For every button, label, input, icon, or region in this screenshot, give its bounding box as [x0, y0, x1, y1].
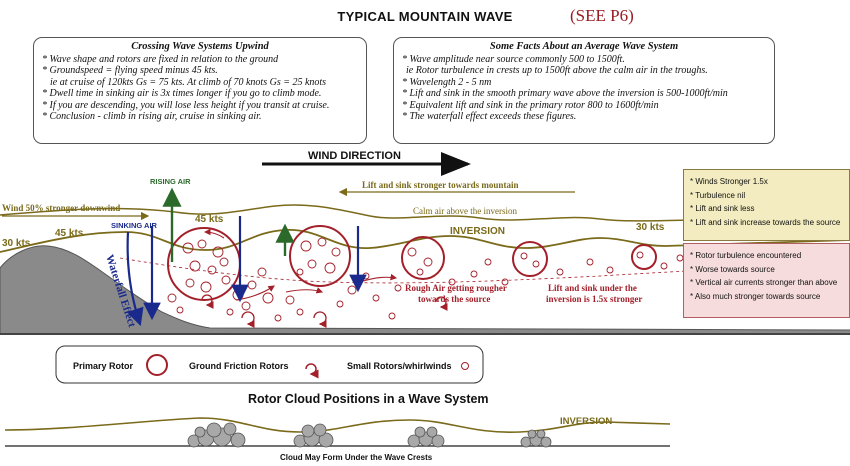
mountain-lift-label: Lift and sink stronger towards mountain [362, 180, 518, 190]
primary-rotor [512, 241, 548, 277]
mountain [0, 245, 850, 335]
primary-rotor [631, 244, 657, 270]
lift-under-label: inversion is 1.5x stronger [546, 294, 642, 304]
box-line: * Equivalent lift and sink in the primar… [402, 99, 659, 111]
cloud-inversion-label: INVERSION [560, 416, 612, 427]
rotor-cloud [187, 422, 246, 448]
upper-wave-line [0, 204, 850, 223]
box-line: * Lift and sink in the smooth primary wa… [402, 88, 728, 99]
cloud-inversion-line [4, 417, 671, 433]
rotor-cloud [293, 423, 334, 448]
speed-30-left: 30 kts [2, 238, 31, 249]
wave-facts-box: Some Facts About an Average Wave System … [393, 37, 775, 144]
sinking-air-label: SINKING AIR [111, 221, 158, 230]
calm-air-label: Calm air above the inversion [413, 206, 517, 216]
ground-friction-rotors [201, 294, 448, 328]
rotor-zone-boundary [119, 257, 761, 284]
wind-direction-label: WIND DIRECTION [308, 150, 401, 162]
wind-downwind-label: Wind 50% stronger downwind [2, 203, 120, 213]
box-line: * If you are descending, you will lose l… [42, 99, 330, 111]
inversion-line [0, 229, 850, 253]
primary-rotor [167, 227, 241, 301]
box-line: * The waterfall effect exceeds these fig… [402, 111, 577, 122]
note-line: * Also much stronger towards source [690, 291, 821, 301]
legend-primary-label: Primary Rotor [73, 361, 134, 371]
cloud-diagram: INVERSION Cloud May Form Under the Wave … [4, 416, 671, 462]
rising-air-label: RISING AIR [150, 177, 191, 186]
inversion-label: INVERSION [450, 226, 505, 237]
primary-rotor [401, 236, 445, 280]
crossing-wave-box: Crossing Wave Systems Upwind * Wave shap… [33, 37, 367, 144]
box-line: * Wavelength 2 - 5 nm [402, 76, 492, 88]
cloud-section-title: Rotor Cloud Positions in a Wave System [248, 392, 489, 406]
note-line: * Turbulence nil [690, 190, 746, 200]
rough-air-label: Rough Air getting rougher [405, 283, 507, 293]
note-line: * Rotor turbulence encountered [690, 251, 802, 260]
crossing-wave-heading: Crossing Wave Systems Upwind [131, 41, 269, 52]
box-line: * Wave amplitude near source commonly 50… [402, 53, 625, 65]
box-line: * Wave shape and rotors are fixed in rel… [42, 53, 279, 65]
note-line: * Worse towards source [690, 264, 775, 274]
diagram-title: TYPICAL MOUNTAIN WAVE [337, 9, 513, 24]
lift-under-label: Lift and sink under the [548, 283, 637, 293]
legend-friction-icon [305, 363, 319, 379]
legend-small-label: Small Rotors/whirlwinds [347, 361, 452, 371]
above-inversion-notes: * Winds Stronger 1.5x * Turbulence nil *… [683, 169, 850, 241]
rotor-cloud [520, 429, 552, 448]
legend-friction-label: Ground Friction Rotors [189, 361, 289, 371]
box-line: * Conclusion - climb in rising air, crui… [42, 111, 262, 122]
note-line: * Lift and sink less [690, 204, 755, 213]
cloud-caption: Cloud May Form Under the Wave Crests [280, 453, 433, 462]
note-line: * Vertical air currents stronger than ab… [690, 278, 838, 287]
box-line: ie at cruise of 120kts Gs = 75 kts. At c… [50, 76, 327, 88]
speed-45-left: 45 kts [55, 228, 84, 239]
legend: Primary Rotor Ground Friction Rotors Sma… [55, 345, 484, 384]
wave-diagram: WIND DIRECTION [0, 150, 850, 335]
note-line: * Lift and sink increase towards the sou… [690, 217, 841, 227]
rising-air-arrows [162, 187, 295, 262]
legend-primary-rotor-icon [146, 354, 168, 376]
note-line: * Winds Stronger 1.5x [690, 177, 768, 186]
speed-30-right: 30 kts [636, 222, 665, 233]
box-line: * Groundspeed = flying speed minus 45 kt… [42, 65, 218, 76]
page-reference: (SEE P6) [570, 6, 634, 25]
below-inversion-notes: * Rotor turbulence encountered * Worse t… [683, 243, 850, 318]
rotor-cloud [407, 426, 445, 448]
wave-facts-heading: Some Facts About an Average Wave System [489, 41, 679, 52]
legend-small-rotor-icon [461, 362, 469, 370]
speed-45-top: 45 kts [195, 214, 224, 225]
box-line: * Dwell time in sinking air is 3x times … [42, 88, 322, 99]
sinking-air-arrows [126, 216, 367, 327]
box-line: ie Rotor turbulence in crests up to 1500… [406, 65, 708, 76]
primary-rotor [289, 225, 351, 287]
rough-air-label: towards the source [418, 294, 490, 304]
